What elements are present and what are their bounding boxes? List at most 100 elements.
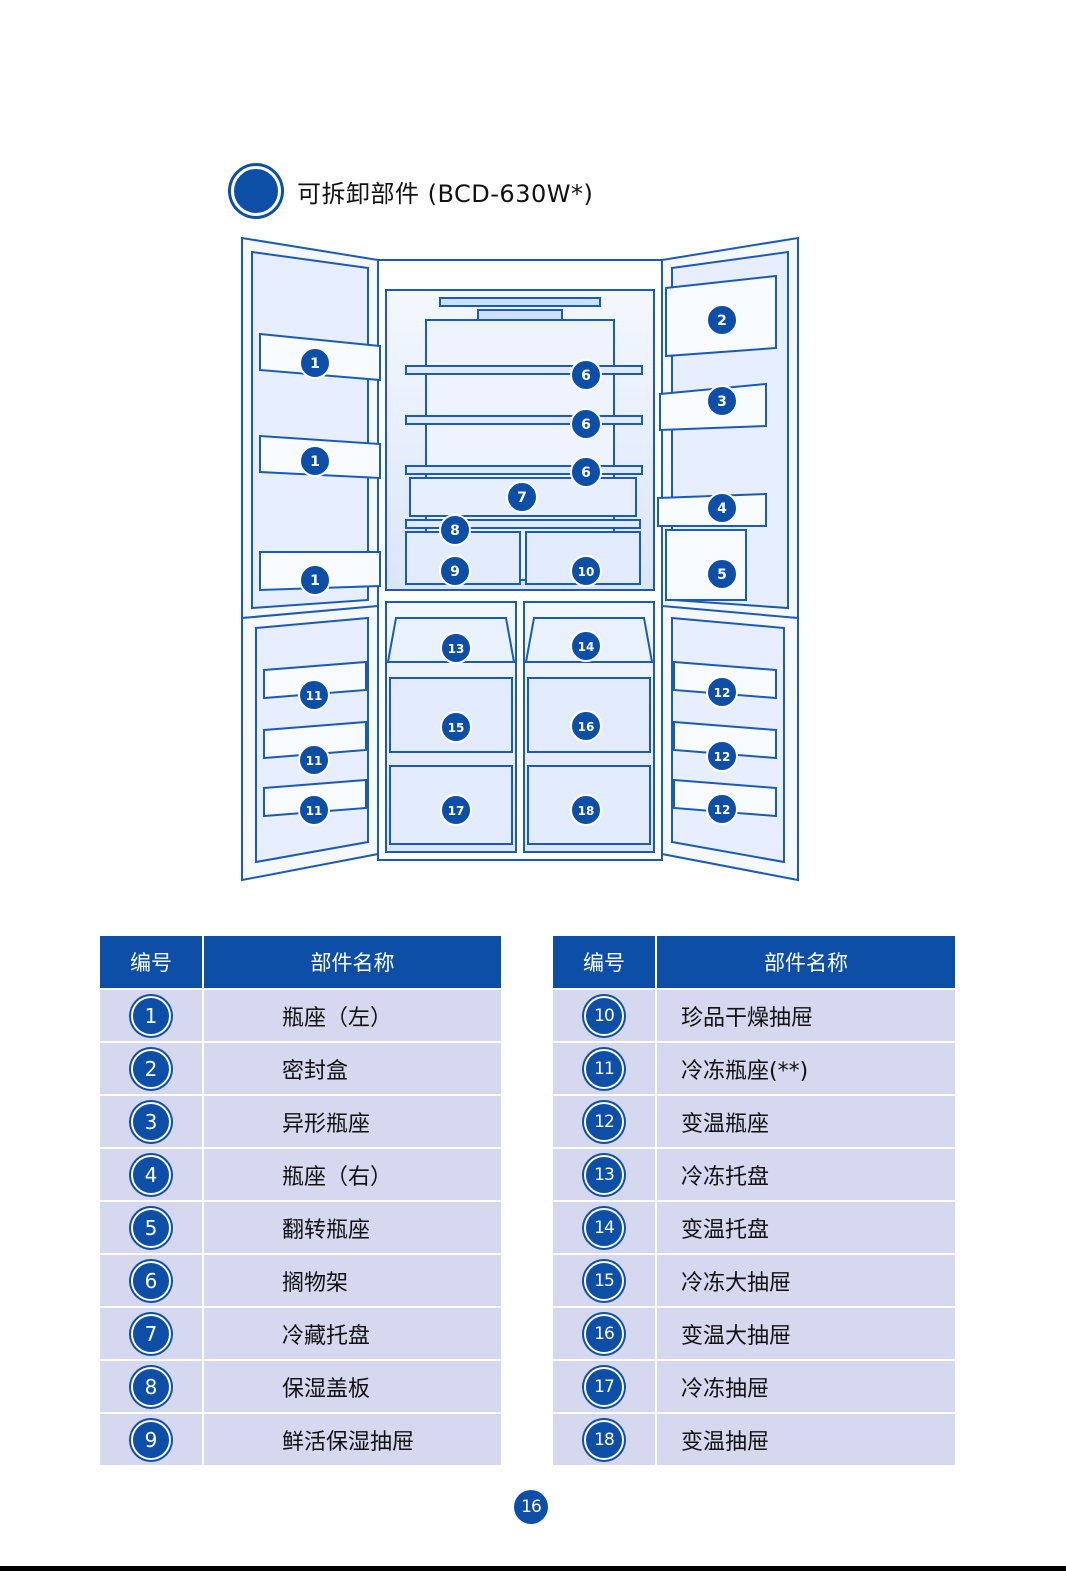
number-badge: 15: [584, 1261, 624, 1301]
callout-1b: 1: [300, 446, 330, 476]
part-name: 冷藏托盘: [203, 1307, 501, 1360]
table-row: 6 搁物架: [100, 1254, 501, 1307]
table-row: 5 翻转瓶座: [100, 1201, 501, 1254]
table-row: 14 变温托盘: [553, 1201, 955, 1254]
svg-text:16: 16: [578, 720, 595, 734]
number-badge: 14: [584, 1208, 624, 1248]
svg-text:18: 18: [578, 804, 595, 818]
svg-text:2: 2: [717, 313, 727, 329]
number-badge: 12: [584, 1102, 624, 1142]
svg-text:8: 8: [450, 523, 460, 539]
callout-8: 8: [440, 515, 470, 545]
part-name: 冷冻抽屉: [656, 1360, 955, 1413]
table-row: 10 珍品干燥抽屉: [553, 989, 955, 1042]
callout-7: 7: [507, 482, 537, 512]
number-badge: 7: [131, 1314, 171, 1354]
part-name: 变温抽屉: [656, 1413, 955, 1465]
callout-10: 10: [571, 556, 601, 586]
part-name: 瓶座（右）: [203, 1148, 501, 1201]
callout-12b: 12: [707, 741, 737, 771]
callout-11a: 11: [299, 680, 329, 710]
table-row: 13 冷冻托盘: [553, 1148, 955, 1201]
part-name: 珍品干燥抽屉: [656, 989, 955, 1042]
number-badge: 6: [131, 1261, 171, 1301]
number-badge: 4: [131, 1155, 171, 1195]
number-badge: 9: [131, 1420, 171, 1460]
circle-bullet-icon: [231, 166, 281, 216]
part-name: 鲜活保湿抽屉: [203, 1413, 501, 1465]
callout-17: 17: [441, 795, 471, 825]
part-name: 异形瓶座: [203, 1095, 501, 1148]
svg-text:12: 12: [714, 750, 731, 764]
part-name: 冷冻瓶座(**): [656, 1042, 955, 1095]
part-name: 变温大抽屉: [656, 1307, 955, 1360]
page-number: 16: [514, 1490, 548, 1524]
part-name: 搁物架: [203, 1254, 501, 1307]
svg-text:11: 11: [306, 689, 323, 703]
part-name: 变温托盘: [656, 1201, 955, 1254]
callout-1c: 1: [300, 565, 330, 595]
svg-text:1: 1: [310, 356, 320, 372]
part-name: 冷冻托盘: [656, 1148, 955, 1201]
svg-text:9: 9: [450, 564, 460, 580]
svg-text:11: 11: [306, 754, 323, 768]
callout-4: 4: [707, 493, 737, 523]
table-row: 16 变温大抽屉: [553, 1307, 955, 1360]
header-part-name: 部件名称: [656, 936, 955, 989]
callout-3: 3: [707, 386, 737, 416]
part-name: 翻转瓶座: [203, 1201, 501, 1254]
svg-text:1: 1: [310, 454, 320, 470]
section-title: 可拆卸部件 (BCD-630W*): [228, 166, 593, 216]
table-row: 18 变温抽屉: [553, 1413, 955, 1465]
svg-text:6: 6: [581, 368, 591, 384]
svg-text:14: 14: [578, 640, 595, 654]
header-part-name: 部件名称: [203, 936, 501, 989]
number-badge: 5: [131, 1208, 171, 1248]
table-row: 11 冷冻瓶座(**): [553, 1042, 955, 1095]
callout-18: 18: [571, 795, 601, 825]
callout-5: 5: [707, 559, 737, 589]
svg-text:5: 5: [717, 567, 727, 583]
svg-text:12: 12: [714, 803, 731, 817]
table-header-row: 编号 部件名称: [100, 936, 501, 989]
svg-text:6: 6: [581, 465, 591, 481]
callout-12a: 12: [707, 677, 737, 707]
section-title-text: 可拆卸部件 (BCD-630W*): [297, 174, 593, 209]
callout-13: 13: [441, 633, 471, 663]
callout-6b: 6: [571, 409, 601, 439]
svg-text:1: 1: [310, 573, 320, 589]
part-name: 保湿盖板: [203, 1360, 501, 1413]
number-badge: 13: [584, 1155, 624, 1195]
part-name: 冷冻大抽屉: [656, 1254, 955, 1307]
callout-1a: 1: [300, 348, 330, 378]
svg-text:7: 7: [517, 490, 527, 506]
number-badge: 16: [584, 1314, 624, 1354]
svg-text:17: 17: [448, 804, 465, 818]
callout-2: 2: [707, 305, 737, 335]
callout-9: 9: [440, 556, 470, 586]
table-row: 4 瓶座（右）: [100, 1148, 501, 1201]
svg-text:3: 3: [717, 394, 727, 410]
callout-14: 14: [571, 631, 601, 661]
table-row: 9 鲜活保湿抽屉: [100, 1413, 501, 1465]
table-row: 17 冷冻抽屉: [553, 1360, 955, 1413]
part-name: 瓶座（左）: [203, 989, 501, 1042]
svg-text:10: 10: [578, 565, 595, 579]
svg-text:12: 12: [714, 686, 731, 700]
callout-6a: 6: [571, 360, 601, 390]
callout-12c: 12: [707, 794, 737, 824]
header-number: 编号: [100, 936, 203, 989]
number-badge: 17: [584, 1367, 624, 1407]
number-badge: 18: [584, 1420, 624, 1460]
number-badge: 2: [131, 1049, 171, 1089]
table-row: 15 冷冻大抽屉: [553, 1254, 955, 1307]
number-badge: 10: [584, 996, 624, 1036]
number-badge: 11: [584, 1049, 624, 1089]
callout-6c: 6: [571, 457, 601, 487]
callout-16: 16: [571, 711, 601, 741]
